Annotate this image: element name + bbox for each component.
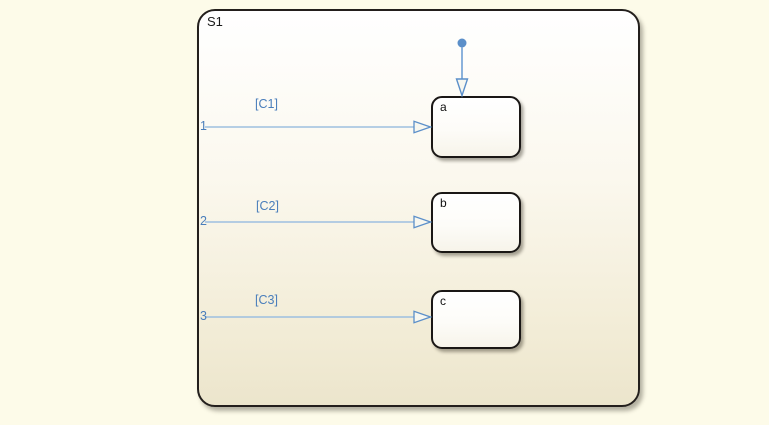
state-c-label: c — [440, 294, 446, 308]
superstate-label: S1 — [207, 14, 223, 29]
state-c[interactable]: c — [431, 290, 521, 349]
transition-1-order: 1 — [200, 119, 207, 133]
state-a-label: a — [440, 100, 447, 114]
transition-2-condition-label[interactable]: [C2] — [256, 199, 279, 213]
transition-1-condition-label[interactable]: [C1] — [255, 97, 278, 111]
transition-3-condition-label[interactable]: [C3] — [255, 293, 278, 307]
transition-2-order: 2 — [200, 214, 207, 228]
superstate-s1[interactable]: S1 — [197, 9, 640, 407]
state-a[interactable]: a — [431, 96, 521, 158]
transition-3-order: 3 — [200, 309, 207, 323]
state-b[interactable]: b — [431, 192, 521, 253]
state-b-label: b — [440, 196, 447, 210]
